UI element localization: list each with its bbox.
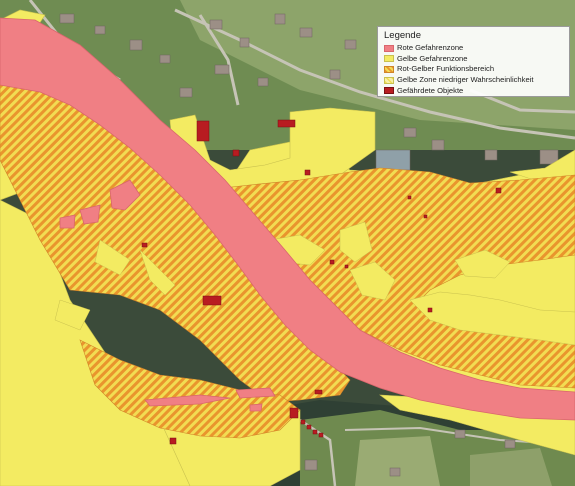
legend-label: Gefährdete Objekte bbox=[397, 85, 464, 95]
legend-swatch bbox=[384, 87, 394, 95]
legend-swatch bbox=[384, 44, 394, 52]
legend-item-red-zone: Rote Gefahrenzone bbox=[384, 43, 564, 54]
legend-label: Gelbe Gefahrenzone bbox=[397, 53, 468, 63]
red-hazard-zone bbox=[0, 17, 575, 421]
legend-item-red-yellow-area: Rot-Gelber Funktionsbereich bbox=[384, 64, 564, 75]
low-probability-zone bbox=[54, 221, 575, 346]
legend-title: Legende bbox=[384, 30, 421, 41]
legend-item-yellow-zone: Gelbe Gefahrenzone bbox=[384, 54, 564, 65]
map-legend: Legende Rote Gefahrenzone Gelbe Gefahren… bbox=[377, 26, 570, 97]
legend-swatch bbox=[384, 65, 394, 73]
legend-item-low-probability: Gelbe Zone niedriger Wahrscheinlichkeit bbox=[384, 75, 564, 86]
buildings bbox=[59, 13, 559, 477]
legend-label: Rot-Gelber Funktionsbereich bbox=[397, 64, 495, 74]
legend-label: Gelbe Zone niedriger Wahrscheinlichkeit bbox=[397, 75, 534, 85]
endangered-objects bbox=[141, 119, 502, 445]
legend-swatch bbox=[384, 76, 394, 84]
legend-swatch bbox=[384, 55, 394, 63]
legend-item-endangered-objects: Gefährdete Objekte bbox=[384, 85, 564, 96]
legend-label: Rote Gefahrenzone bbox=[397, 43, 464, 53]
